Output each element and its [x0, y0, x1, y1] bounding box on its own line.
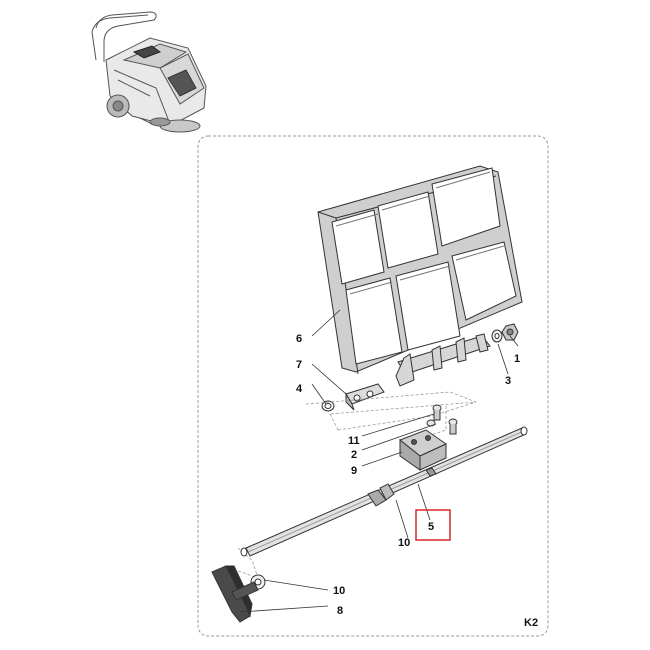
- callout-10-bottom: 10: [333, 585, 345, 597]
- clamp-7: [345, 383, 385, 411]
- callout-3: 3: [505, 375, 511, 387]
- shaft-5: [240, 426, 528, 557]
- nut-1: [501, 323, 519, 341]
- callout-7: 7: [296, 359, 302, 371]
- callout-9: 9: [351, 465, 357, 477]
- callout-11: 11: [348, 435, 360, 447]
- filter-hinge: [395, 333, 491, 387]
- diagram-frame: [197, 135, 549, 637]
- ring-4: [321, 400, 335, 412]
- callout-4: 4: [296, 383, 303, 395]
- callout-2: 2: [351, 449, 357, 461]
- callout-1: 1: [514, 353, 520, 365]
- callouts: 1 3 6 7 4 11 2 9 5 10 10 8: [296, 333, 520, 617]
- filter-panel: [317, 165, 523, 375]
- bracket-9: [399, 429, 447, 471]
- washer-3: [491, 329, 503, 343]
- highlight-box: [415, 509, 451, 541]
- screws: [426, 404, 458, 435]
- callout-5: 5: [428, 521, 434, 533]
- callout-8: 8: [337, 605, 343, 617]
- plate-label: K2: [524, 617, 538, 629]
- callout-6: 6: [296, 333, 302, 345]
- leader-lines: [239, 309, 519, 613]
- handle-8: [211, 565, 259, 623]
- machine-thumbnail: [91, 11, 207, 133]
- callout-10-top: 10: [398, 537, 410, 549]
